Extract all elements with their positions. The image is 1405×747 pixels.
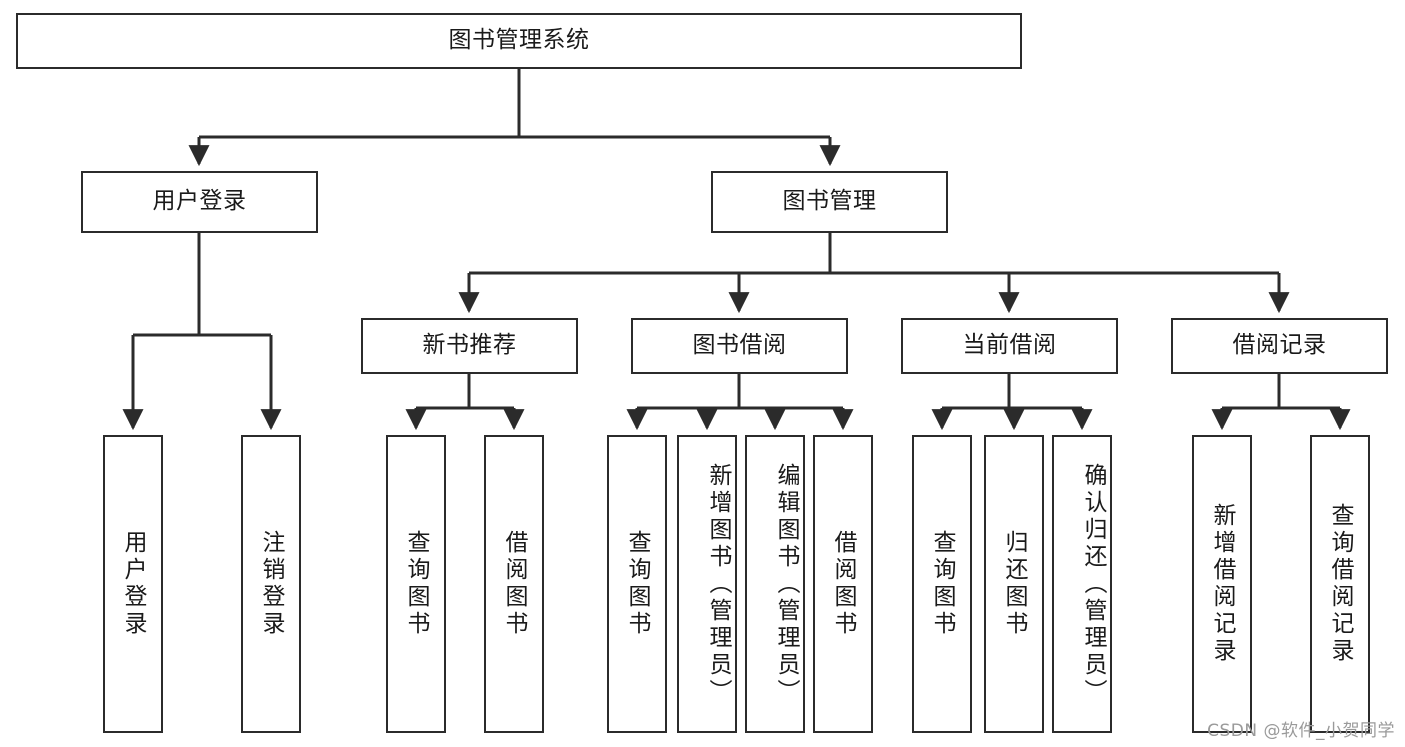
node-leaf-edit-book-admin[interactable]: 编辑图书（管理员） [745,435,805,733]
node-leaf-logout-login[interactable]: 注销登录 [241,435,301,733]
node-leaf-add-borrow-record[interactable]: 新增借阅记录 [1192,435,1252,733]
node-leaf-confirm-return-admin-label: 确认归还（管理员） [1080,462,1106,706]
node-leaf-confirm-return-admin[interactable]: 确认归还（管理员） [1052,435,1112,733]
node-new-book-recommend[interactable]: 新书推荐 [361,318,578,374]
node-user-login-label: 用户登录 [152,188,247,215]
node-leaf-borrow-book-recommend-label: 借阅图书 [501,530,527,638]
node-leaf-add-book-admin-label: 新增图书（管理员） [705,462,731,706]
node-leaf-borrow-book-recommend[interactable]: 借阅图书 [484,435,544,733]
node-leaf-user-login[interactable]: 用户登录 [103,435,163,733]
node-leaf-query-book-recommend[interactable]: 查询图书 [386,435,446,733]
node-leaf-add-borrow-record-label: 新增借阅记录 [1209,503,1235,665]
node-book-borrow-label: 图书借阅 [692,332,787,359]
node-leaf-query-book-current[interactable]: 查询图书 [912,435,972,733]
node-user-login[interactable]: 用户登录 [81,171,318,233]
node-borrow-record-label: 借阅记录 [1232,332,1327,359]
node-leaf-add-book-admin[interactable]: 新增图书（管理员） [677,435,737,733]
node-leaf-borrow-book[interactable]: 借阅图书 [813,435,873,733]
node-current-borrow[interactable]: 当前借阅 [901,318,1118,374]
node-new-book-recommend-label: 新书推荐 [422,332,517,359]
node-leaf-query-book-current-label: 查询图书 [929,530,955,638]
node-leaf-query-book-borrow-label: 查询图书 [624,530,650,638]
node-leaf-return-book[interactable]: 归还图书 [984,435,1044,733]
node-root-label: 图书管理系统 [448,27,590,54]
node-leaf-edit-book-admin-label: 编辑图书（管理员） [773,462,799,706]
node-leaf-return-book-label: 归还图书 [1001,530,1027,638]
node-current-borrow-label: 当前借阅 [962,332,1057,359]
node-leaf-logout-login-label: 注销登录 [258,530,284,638]
node-book-management-label: 图书管理 [782,188,877,215]
node-borrow-record[interactable]: 借阅记录 [1171,318,1388,374]
node-root[interactable]: 图书管理系统 [16,13,1022,69]
node-leaf-query-borrow-record-label: 查询借阅记录 [1327,503,1353,665]
node-leaf-query-book-recommend-label: 查询图书 [403,530,429,638]
node-leaf-borrow-book-label: 借阅图书 [830,530,856,638]
watermark: CSDN @软件_小贺同学 [1207,721,1395,741]
node-leaf-user-login-label: 用户登录 [120,530,146,638]
node-book-management[interactable]: 图书管理 [711,171,948,233]
node-leaf-query-book-borrow[interactable]: 查询图书 [607,435,667,733]
node-leaf-query-borrow-record[interactable]: 查询借阅记录 [1310,435,1370,733]
node-book-borrow[interactable]: 图书借阅 [631,318,848,374]
